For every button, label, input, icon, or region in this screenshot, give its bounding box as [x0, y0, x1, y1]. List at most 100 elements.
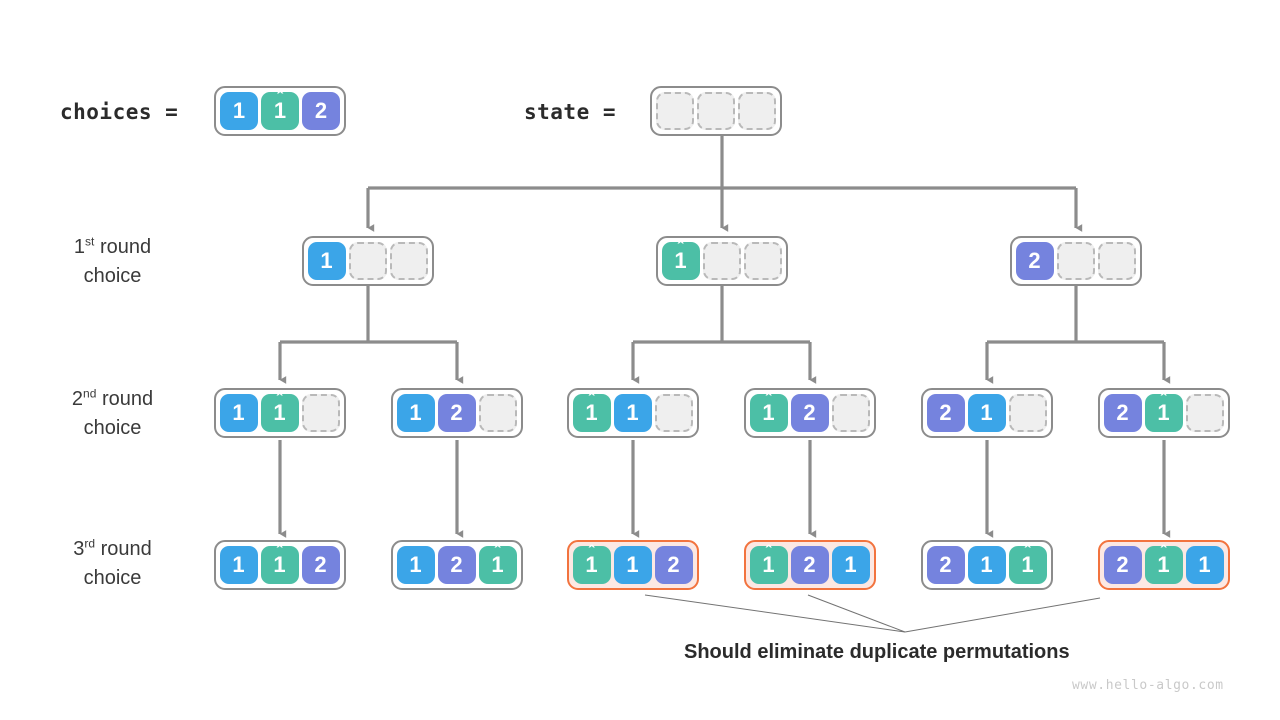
- watermark: www.hello-algo.com: [1072, 678, 1224, 693]
- choices-label: choices =: [60, 100, 179, 124]
- empty-slot: [697, 92, 735, 130]
- value-cell-2: 2: [926, 546, 965, 584]
- row-2-suffix: nd: [83, 386, 97, 401]
- cell-value: 1: [232, 400, 245, 425]
- cell-value: 2: [667, 552, 680, 577]
- circumflex-icon: ˆ: [1160, 542, 1167, 561]
- cell-value: 2: [803, 552, 816, 577]
- cell-value: 2: [314, 552, 327, 577]
- value-cell-1: 1: [219, 394, 258, 432]
- value-cell-2: 2: [1103, 394, 1142, 432]
- cell-value: 1: [980, 552, 993, 577]
- cell-value: 2: [939, 552, 952, 577]
- cell-value: 1: [409, 400, 422, 425]
- value-cell-1: 1: [219, 546, 258, 584]
- circumflex-icon: ˆ: [677, 238, 684, 257]
- value-cell-2: 2: [437, 394, 476, 432]
- row-2-word: round: [101, 388, 154, 410]
- circumflex-icon: ˆ: [588, 542, 595, 561]
- empty-slot: [743, 242, 782, 280]
- circumflex-icon: ˆ: [494, 542, 501, 561]
- value-cell-1: 1: [967, 546, 1006, 584]
- cell-value: 1: [844, 552, 857, 577]
- empty-slot: [654, 394, 693, 432]
- empty-slot: [1097, 242, 1136, 280]
- cell-value: 2: [1116, 552, 1129, 577]
- value-cell-1: 1: [967, 394, 1006, 432]
- cell-value: 2: [803, 400, 816, 425]
- cell-value: 2: [450, 552, 463, 577]
- empty-slot: [1056, 242, 1095, 280]
- value-cell-2: 2: [302, 92, 340, 130]
- row-label-round-1: 1st round choice: [35, 233, 190, 291]
- value-cell-1: 1: [396, 394, 435, 432]
- empty-slot: [1185, 394, 1224, 432]
- state-label: state =: [524, 100, 617, 124]
- circumflex-icon: ˆ: [276, 390, 283, 409]
- circumflex-icon: ˆ: [1160, 390, 1167, 409]
- value-cell-2: 2: [301, 546, 340, 584]
- cell-value: 2: [450, 400, 463, 425]
- value-cell-1: 1: [220, 92, 258, 130]
- circumflex-icon: ˆ: [277, 88, 283, 107]
- empty-slot: [702, 242, 741, 280]
- cell-value: 1: [626, 400, 639, 425]
- value-cell-1: 1: [1185, 546, 1224, 584]
- empty-slot: [738, 92, 776, 130]
- value-cell-2: 2: [790, 546, 829, 584]
- cell-value: 1: [232, 98, 246, 123]
- cell-value: 1: [980, 400, 993, 425]
- empty-slot: [831, 394, 870, 432]
- row-3-line2: choice: [83, 567, 142, 589]
- state-node: [650, 86, 782, 136]
- cell-value: 2: [314, 98, 328, 123]
- circumflex-icon: ˆ: [1024, 542, 1031, 561]
- row-label-round-3: 3rd round choice: [35, 535, 190, 593]
- circumflex-icon: ˆ: [765, 542, 772, 561]
- value-cell-2: 2: [790, 394, 829, 432]
- row-1-line2: choice: [83, 265, 142, 287]
- row-3-suffix: rd: [84, 536, 96, 551]
- value-cell-1: 1: [613, 394, 652, 432]
- value-cell-2: 2: [437, 546, 476, 584]
- empty-slot: [301, 394, 340, 432]
- row-1-word: round: [99, 236, 152, 258]
- circumflex-icon: ˆ: [765, 390, 772, 409]
- value-cell-1: 1: [831, 546, 870, 584]
- value-cell-1: 1: [396, 546, 435, 584]
- row-3-word: round: [100, 538, 152, 560]
- row-1-ordinal: 1: [73, 236, 86, 258]
- value-cell-2: 2: [1103, 546, 1142, 584]
- circumflex-icon: ˆ: [588, 390, 595, 409]
